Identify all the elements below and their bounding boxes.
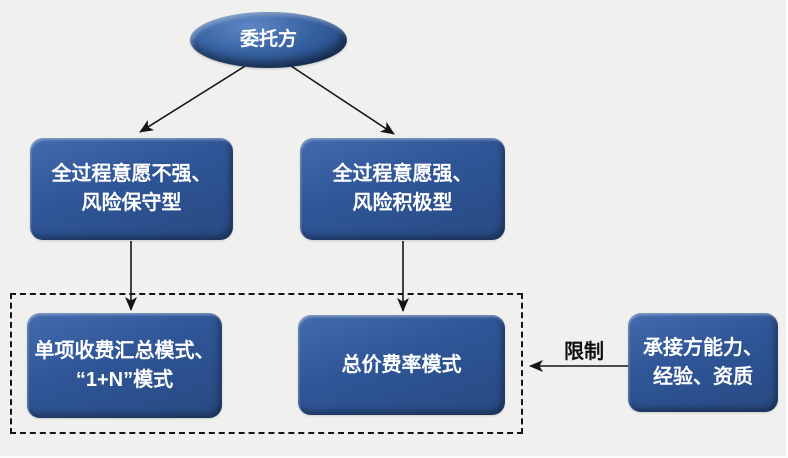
node-aggressive-label: 全过程意愿强、 风险积极型	[332, 163, 473, 214]
node-contractor-label: 承接方能力、 经验、资质	[643, 336, 763, 388]
node-conservative-label: 全过程意愿不强、 风险保守型	[51, 163, 212, 214]
arrow-client-to-conservative	[139, 62, 251, 133]
node-conservative: 全过程意愿不强、 风险保守型	[30, 138, 233, 240]
restriction-arrow-label: 限制	[564, 341, 604, 363]
node-aggressive: 全过程意愿强、 风险积极型	[300, 138, 505, 240]
dashed-group-box	[10, 293, 523, 434]
node-client-label: 委托方	[239, 29, 297, 51]
node-itemized: 单项收费汇总模式、 “1+N”模式	[27, 313, 222, 418]
node-lumpsum-label: 总价费率模式	[341, 353, 462, 376]
arrow-client-to-aggressive	[287, 63, 395, 135]
node-itemized-label: 单项收费汇总模式、 “1+N”模式	[34, 339, 215, 391]
node-contractor: 承接方能力、 经验、资质	[628, 313, 778, 412]
node-client: 委托方	[190, 12, 347, 68]
node-lumpsum: 总价费率模式	[298, 315, 505, 415]
